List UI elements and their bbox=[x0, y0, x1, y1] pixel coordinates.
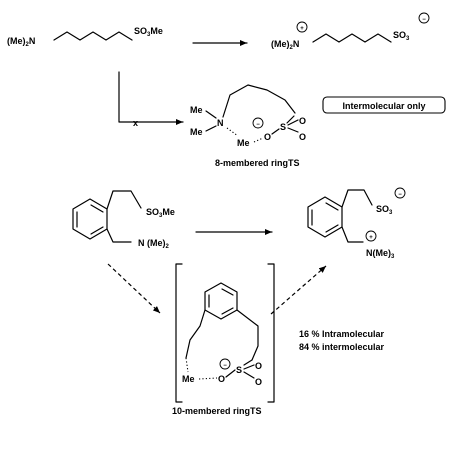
ts8-o-lower: O bbox=[299, 132, 306, 142]
product-2-aromatic-bond-1 bbox=[325, 202, 339, 211]
ratio-intermolecular: 84 % intermolecular bbox=[299, 342, 385, 352]
product-1-minus-charge bbox=[418, 12, 430, 24]
product-2-benzene-ring bbox=[307, 196, 343, 238]
product-1-plus-sign: + bbox=[300, 26, 304, 32]
ts-8-membered: Me Me N Me − O S O O bbox=[190, 84, 306, 148]
ts8-bond-s-chain bbox=[286, 115, 295, 124]
product-2-sulfonate-chain bbox=[341, 189, 373, 208]
ts10-aromatic-bond-2 bbox=[221, 307, 234, 315]
ts8-me-transfer: Me bbox=[237, 138, 250, 148]
ts10-forming-bond bbox=[185, 357, 189, 373]
ts8-forming-bond bbox=[226, 127, 239, 137]
ts8-bond-me-mid bbox=[205, 125, 217, 132]
blocked-mark: x bbox=[133, 118, 138, 128]
intermolecular-only-text: Intermolecular only bbox=[342, 101, 425, 111]
ts10-minus-charge bbox=[219, 358, 231, 370]
ts10-sulfur: S bbox=[236, 365, 242, 375]
blocked-arrow bbox=[118, 71, 184, 125]
reactant-2-nme2: N (Me)2 bbox=[138, 238, 170, 250]
ts8-nitrogen: N bbox=[217, 118, 224, 128]
ts8-minus-charge bbox=[252, 117, 264, 129]
ts10-left-chain bbox=[185, 309, 206, 359]
ts10-right-chain bbox=[236, 309, 259, 361]
ts10-caption: 10-membered ringTS bbox=[172, 406, 262, 416]
ts10-oxygen: O bbox=[218, 374, 225, 384]
reactant-2-benzene-ring bbox=[72, 198, 108, 240]
product-2-nme3: N(Me)3 bbox=[366, 248, 395, 260]
ts8-bond-o-s bbox=[271, 128, 280, 135]
ts10-o-upper: O bbox=[255, 361, 262, 371]
ts10-double-bond-lower bbox=[243, 371, 255, 379]
product-2-so3: SO3 bbox=[376, 204, 393, 216]
ts8-caption: 8-membered ringTS bbox=[215, 158, 300, 168]
reactant-2-aromatic-bond-1 bbox=[90, 204, 104, 213]
ts10-aromatic-bond-1 bbox=[221, 288, 234, 296]
ts8-bond-me-top bbox=[205, 110, 217, 119]
product-1-nme2: (Me)2N bbox=[271, 39, 299, 51]
product-2-plus-sign: + bbox=[369, 235, 373, 241]
reactant-1-chain bbox=[53, 31, 133, 41]
ts8-oxygen: O bbox=[264, 132, 271, 142]
ts8-me-mid: Me bbox=[190, 127, 203, 137]
product-2-amine-chain bbox=[341, 226, 364, 243]
ts10-breaking-bond bbox=[198, 377, 218, 380]
ts10-me: Me bbox=[182, 374, 195, 384]
product-2-plus-charge bbox=[365, 230, 377, 242]
product-2-minus-charge bbox=[394, 187, 406, 199]
ts8-breaking-bond bbox=[253, 137, 264, 143]
reactant-1-so3me: SO3Me bbox=[134, 26, 163, 38]
ts10-double-bond-upper bbox=[243, 364, 255, 370]
product-1-chain bbox=[312, 33, 392, 43]
ts10-left-bracket bbox=[175, 263, 183, 403]
dashed-arrow-into-ts10 bbox=[107, 263, 161, 314]
ts10-bond-o-s bbox=[225, 369, 236, 378]
ts8-minus-sign: − bbox=[256, 122, 260, 128]
ts8-ring-chain bbox=[222, 84, 296, 118]
reactant-2-so3me: SO3Me bbox=[146, 207, 175, 219]
reactant-2-aromatic-bond-2 bbox=[90, 226, 104, 235]
product-1: (Me)2N + SO3 − bbox=[271, 12, 430, 51]
reactant-2-amine-chain bbox=[106, 228, 132, 243]
ts10-minus-sign: − bbox=[223, 363, 227, 369]
product-1-plus-charge bbox=[296, 21, 308, 33]
ts8-sulfur: S bbox=[280, 122, 286, 132]
product-1-minus-sign: − bbox=[422, 17, 426, 23]
ts8-double-bond-lower bbox=[287, 127, 299, 133]
reactant-1: (Me)2N SO3Me bbox=[7, 26, 163, 48]
reactant-1-nme2: (Me)2N bbox=[7, 36, 35, 48]
ts8-double-bond-upper bbox=[287, 119, 299, 126]
ts-10-membered: Me − O S O O bbox=[182, 282, 262, 387]
ts10-right-bracket bbox=[267, 263, 275, 403]
intermolecular-only-badge bbox=[322, 96, 446, 114]
ts8-o-upper: O bbox=[299, 116, 306, 126]
product-2: SO3 − + N(Me)3 bbox=[307, 187, 406, 260]
ts10-benzene-ring bbox=[204, 282, 238, 320]
ts8-me-top: Me bbox=[190, 105, 203, 115]
product-2-minus-sign: − bbox=[398, 192, 402, 198]
product-1-so3: SO3 bbox=[393, 30, 410, 42]
reactant-2-sulfonate-chain bbox=[106, 190, 142, 210]
ratio-intramolecular: 16 % Intramolecular bbox=[299, 329, 385, 339]
ts10-o-lower: O bbox=[255, 377, 262, 387]
ts10-bond-s-chain bbox=[243, 359, 253, 366]
reactant-2: SO3Me N (Me)2 bbox=[72, 190, 175, 250]
dashed-arrow-out-of-ts10 bbox=[270, 265, 327, 315]
product-2-aromatic-bond-2 bbox=[325, 224, 339, 233]
